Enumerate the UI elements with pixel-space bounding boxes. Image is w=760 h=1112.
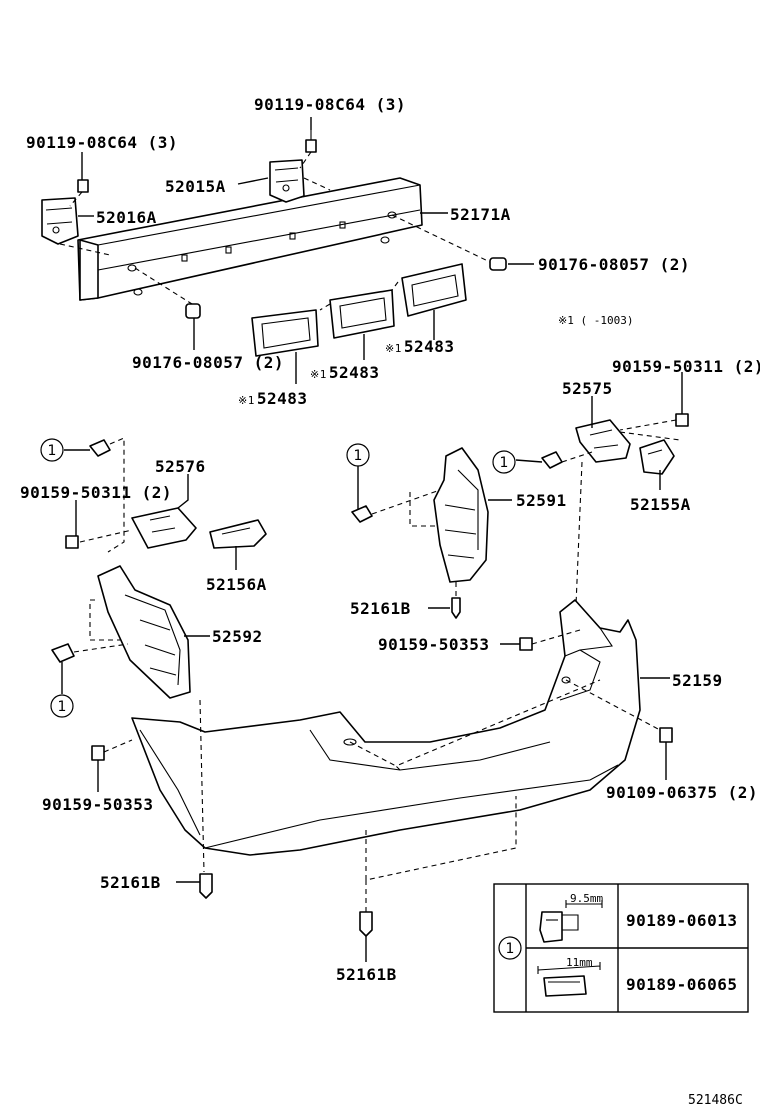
label-bracket-left: 52016A xyxy=(96,208,157,227)
label-screw-right-top: 90159-50311 (2) xyxy=(612,357,760,376)
label-screw-left-low: 90159-50353 xyxy=(42,795,153,814)
label-retainer-right: 52155A xyxy=(630,495,691,514)
callout-1-left-mid: 1 xyxy=(50,694,74,718)
clip-icon xyxy=(541,451,563,469)
label-bumper-cover: 52159 xyxy=(672,671,723,690)
nut-icon xyxy=(185,303,201,319)
table-part-2: 90189-06065 xyxy=(626,975,737,994)
label-bolt-center-top: 90119-08C64 (3) xyxy=(254,95,406,114)
callout-1-center: 1 xyxy=(346,443,370,467)
svg-text:1: 1 xyxy=(354,448,363,464)
screw-icon xyxy=(65,535,79,549)
bolt-icon xyxy=(77,179,89,193)
callout-1-right: 1 xyxy=(492,450,516,474)
label-clip-bottom: 52161B xyxy=(336,965,397,984)
label-bracket-l-upper: 52576 xyxy=(155,457,206,476)
diagram-code: 521486C xyxy=(688,1093,743,1108)
clip-icon xyxy=(51,643,75,663)
label-screw-center: 90159-50353 xyxy=(378,635,489,654)
clip-52161b-left xyxy=(199,873,213,899)
bracket-52016a xyxy=(41,197,79,245)
label-note: ※1 ( -1003) xyxy=(558,314,633,327)
bracket-52015a xyxy=(269,159,305,203)
bumper-cover-52159 xyxy=(131,599,641,856)
clip-icon xyxy=(351,505,373,523)
clip-icon xyxy=(537,962,601,997)
label-screw-right-low: 90109-06375 (2) xyxy=(606,783,758,802)
clip-52161b-bottom xyxy=(359,911,373,937)
side-cover-52591 xyxy=(433,447,489,583)
label-reinforcement: 52171A xyxy=(450,205,511,224)
screw-icon xyxy=(91,745,105,761)
nut-icon xyxy=(489,257,507,271)
callout-1-left-top: 1 xyxy=(40,438,64,462)
label-clip-left-low: 52161B xyxy=(100,873,161,892)
table-ref: 1 xyxy=(506,941,515,957)
label-retainer-left: 52156A xyxy=(206,575,267,594)
bracket-52576 xyxy=(131,507,197,549)
screw-icon xyxy=(675,413,689,427)
clip-icon xyxy=(539,900,603,943)
screw-icon xyxy=(659,727,673,743)
bracket-52575 xyxy=(575,419,631,463)
reinforcement-beam xyxy=(77,177,423,301)
label-screw-left-top: 90159-50311 (2) xyxy=(20,483,172,502)
label-bracket-r-upper: 52575 xyxy=(562,379,613,398)
svg-text:1: 1 xyxy=(48,443,57,459)
absorber-mid xyxy=(329,289,395,339)
label-clip-center: 52161B xyxy=(350,599,411,618)
absorber-right xyxy=(401,263,467,317)
clip-reference-table: 1 9.5mm 90189-06013 11mm 90189-06065 xyxy=(493,883,749,1013)
clip-icon xyxy=(89,439,111,457)
bolt-icon xyxy=(305,130,317,153)
table-dim-2: 11mm xyxy=(566,956,593,969)
side-cover-52592 xyxy=(97,565,191,699)
label-bracket-center: 52015A xyxy=(165,177,226,196)
label-nut-left: 90176-08057 (2) xyxy=(132,353,284,372)
absorber-left xyxy=(251,309,319,357)
label-nut-right: 90176-08057 (2) xyxy=(538,255,690,274)
label-cover-right: 52591 xyxy=(516,491,567,510)
svg-text:1: 1 xyxy=(58,699,67,715)
retainer-52156a xyxy=(209,519,267,549)
label-bolt-left-top: 90119-08C64 (3) xyxy=(26,133,178,152)
clip-52161b-center xyxy=(451,597,461,619)
screw-icon xyxy=(519,637,533,651)
table-part-1: 90189-06013 xyxy=(626,911,737,930)
retainer-52155a xyxy=(639,439,675,475)
svg-text:1: 1 xyxy=(500,455,509,471)
label-cover-left: 52592 xyxy=(212,627,263,646)
table-dim-1: 9.5mm xyxy=(570,892,603,905)
